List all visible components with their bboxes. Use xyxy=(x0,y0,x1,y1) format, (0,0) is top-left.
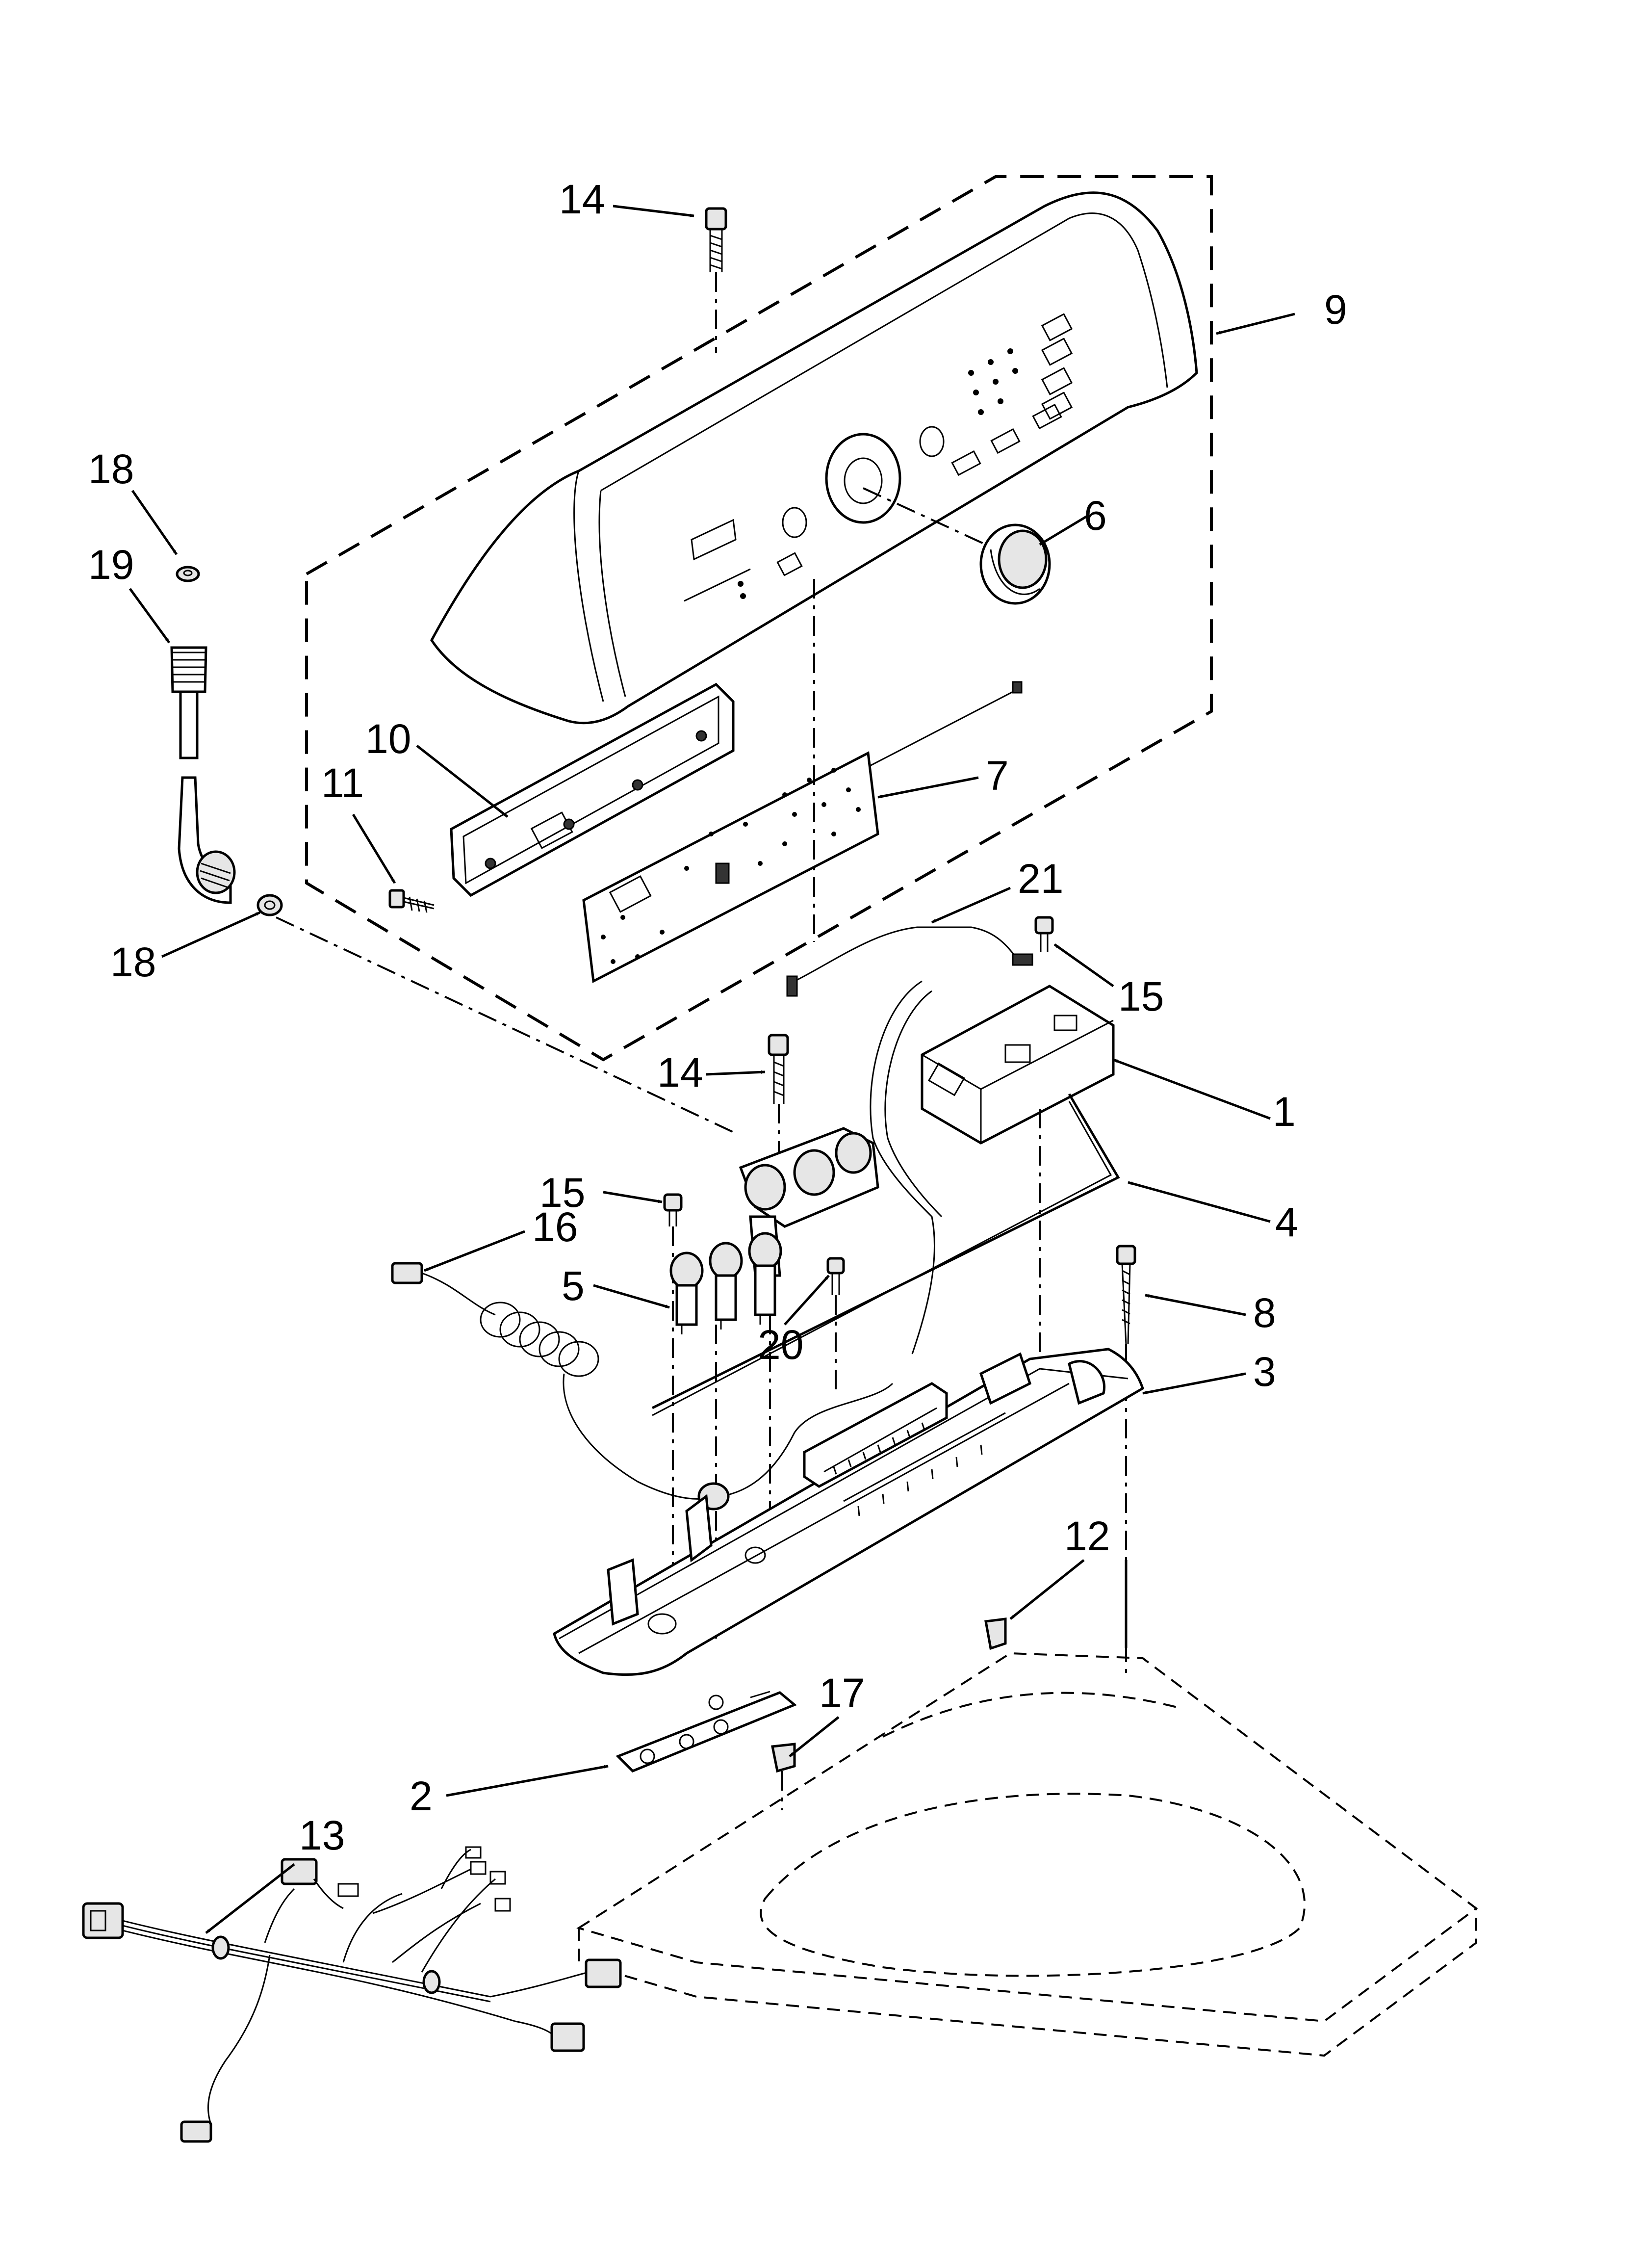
water-valve-part xyxy=(669,1127,879,1334)
callout-19: 19 xyxy=(88,542,134,588)
callout-4: 4 xyxy=(1275,1199,1298,1245)
callout-13: 13 xyxy=(299,1812,345,1858)
callout-15-right: 15 xyxy=(1118,973,1164,1019)
callout-7: 7 xyxy=(986,753,1009,799)
callout-14-top: 14 xyxy=(559,176,605,222)
overlay-bracket-part xyxy=(450,682,735,897)
wire-harness-part-16 xyxy=(391,1262,894,1511)
fill-hose-part xyxy=(170,566,283,916)
callout-16: 16 xyxy=(532,1204,578,1250)
callout-8: 8 xyxy=(1253,1290,1276,1336)
cable-part-21 xyxy=(786,926,1033,997)
callout-14-middle: 14 xyxy=(657,1049,703,1095)
callout-6: 6 xyxy=(1084,493,1107,539)
clip-part-17 xyxy=(771,1743,796,1773)
screw-part-15-right xyxy=(1034,916,1054,952)
callout-18-bottom: 18 xyxy=(110,939,156,985)
callout-15-left: 15 xyxy=(539,1170,585,1216)
callout-labels: 14 9 18 19 6 10 11 7 21 18 15 14 1 15 4 … xyxy=(88,176,1347,1858)
control-panel-console xyxy=(430,191,1198,725)
knob-part xyxy=(979,523,1051,605)
ui-board-wire-connector xyxy=(1012,681,1023,694)
callout-10: 10 xyxy=(365,716,411,762)
console-base-part xyxy=(553,1348,1145,1676)
callout-18-top: 18 xyxy=(88,446,134,492)
screw-part-14-top xyxy=(705,207,727,272)
screw-part-11 xyxy=(388,889,435,913)
knob-centerline xyxy=(863,487,986,546)
cabinet-top-ghost xyxy=(576,1652,1478,2057)
callout-9: 9 xyxy=(1324,287,1347,333)
clip-part-12 xyxy=(984,1617,1007,1650)
screw-part-14-middle xyxy=(768,1034,789,1104)
console-assembly-outline xyxy=(305,175,1213,1062)
callout-3: 3 xyxy=(1253,1349,1276,1395)
callout-2: 2 xyxy=(410,1773,433,1819)
screw-part-20 xyxy=(826,1257,845,1295)
callout-1: 1 xyxy=(1273,1089,1296,1135)
ui-control-board-part xyxy=(582,751,879,983)
leader-lines xyxy=(128,205,1295,1934)
hose-centerline xyxy=(276,916,736,1134)
screw-part-15-left xyxy=(663,1193,683,1226)
main-control-board-part xyxy=(870,980,1115,1355)
wire-harness-part-13 xyxy=(82,1846,622,2143)
callout-21: 21 xyxy=(1018,856,1063,902)
rod-part-4 xyxy=(651,1093,1120,1416)
callout-20: 20 xyxy=(758,1322,803,1368)
callout-17: 17 xyxy=(819,1670,865,1716)
bracket-plate-part xyxy=(616,1691,797,1773)
callout-12: 12 xyxy=(1064,1513,1110,1559)
callout-11: 11 xyxy=(321,760,364,806)
callout-5: 5 xyxy=(562,1263,585,1309)
screw-part-8 xyxy=(1116,1245,1136,1345)
